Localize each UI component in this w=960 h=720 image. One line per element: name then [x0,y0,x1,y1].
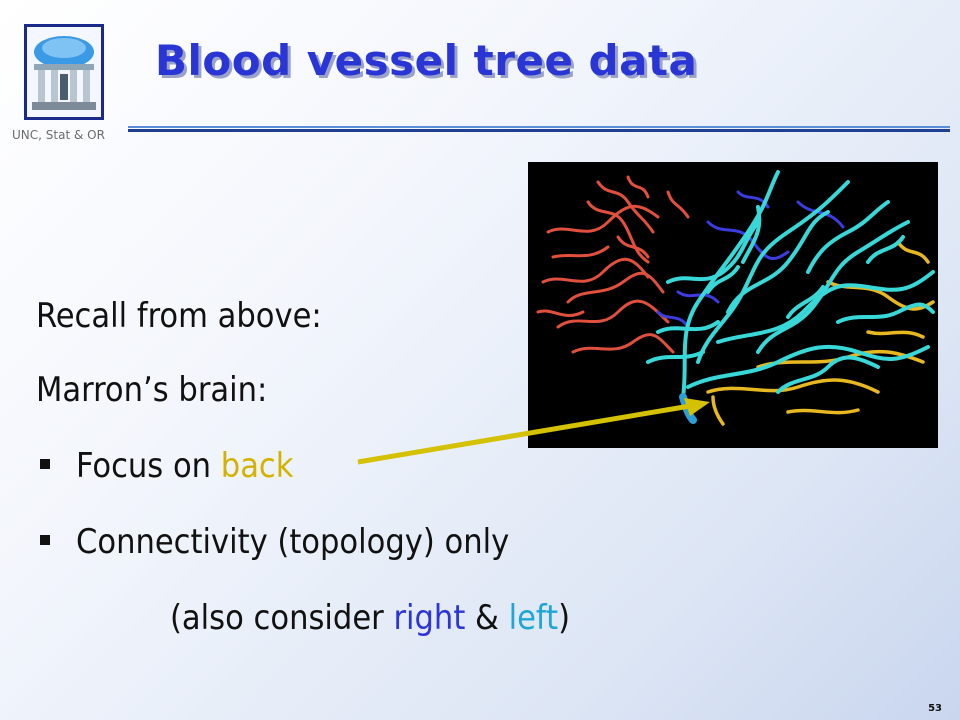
organization-label: UNC, Stat & OR [12,128,105,142]
also-prefix: (also consider [170,598,394,638]
title-divider [128,126,950,132]
also-consider-line: (also consider right & left) [170,598,570,638]
right-highlight: right [393,598,466,638]
blood-vessel-tree-image [528,162,938,448]
focus-text: Focus on [76,446,221,486]
old-well-logo-icon [24,24,104,120]
brain-line: Marron’s brain: [36,370,268,410]
page-number: 53 [928,703,942,714]
page-title: Blood vessel tree data [155,36,698,85]
connectivity-text: Connectivity (topology) only [76,522,510,562]
bullet-square-icon [40,458,50,469]
left-highlight: left [508,598,559,638]
bullet-square-icon [40,534,50,545]
bullet-connectivity: Connectivity (topology) only [40,522,509,562]
also-suffix: ) [558,598,571,638]
ampersand-text: & [465,598,509,638]
bullet-focus: Focus on back [40,446,293,486]
back-highlight: back [220,446,294,486]
recall-line: Recall from above: [36,296,322,336]
